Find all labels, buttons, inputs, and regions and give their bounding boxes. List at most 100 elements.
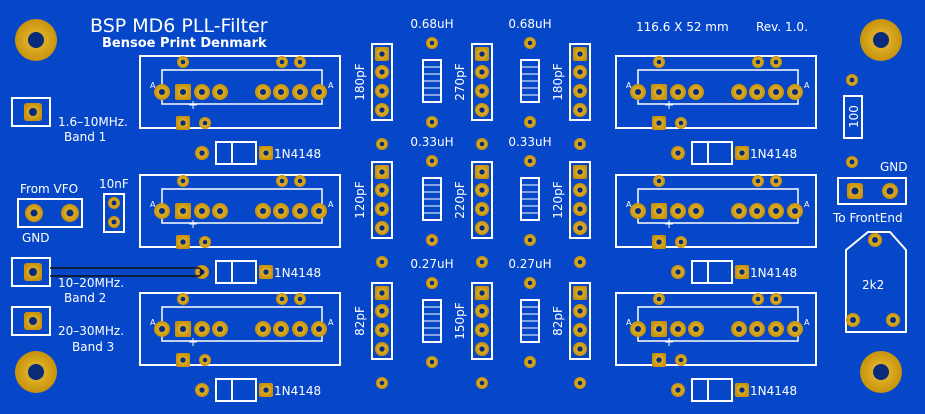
drill-hole (199, 150, 205, 156)
capacitor-value-label: 220pF (453, 181, 467, 219)
inductor-value-label: 0.68uH (508, 17, 551, 31)
drill-hole (379, 107, 385, 113)
capacitor-value-label: 120pF (551, 181, 565, 219)
relay-outline (615, 55, 817, 129)
drill-hole (739, 269, 745, 275)
drill-hole (296, 325, 304, 333)
drill-hole (577, 290, 583, 296)
capacitor-col2-2: 220pF (453, 161, 493, 268)
drill-hole (315, 325, 323, 333)
drill-hole (279, 178, 285, 184)
drill-hole (739, 150, 745, 156)
capacitor-value-label: 82pF (353, 306, 367, 336)
drill-hole (634, 88, 642, 96)
drill-hole (577, 225, 583, 231)
drill-hole (379, 225, 385, 231)
drill-hole (277, 207, 285, 215)
drill-hole (772, 207, 780, 215)
filter-group: 180pF120pF82pF270pF220pF150pF180pF120pF8… (353, 17, 591, 389)
drill-hole (180, 59, 186, 65)
drill-hole (678, 120, 684, 126)
drill-hole (216, 207, 224, 215)
capacitor-value-label: 180pF (353, 63, 367, 101)
drill-hole (656, 59, 662, 65)
inductor-value-label: 0.27uH (508, 257, 551, 271)
drill-hole (263, 269, 269, 275)
diode-label: 1N4148 (274, 147, 321, 161)
drill-hole (202, 239, 208, 245)
band3-label-line1: 20–30MHz. (58, 324, 124, 338)
drill-hole (678, 357, 684, 363)
drill-hole (296, 88, 304, 96)
capacitor-value-label: 150pF (453, 302, 467, 340)
drill-hole (263, 387, 269, 393)
drill-hole (379, 290, 385, 296)
drill-hole (527, 237, 533, 243)
relay-outline (615, 292, 817, 366)
band2-connector[interactable] (11, 257, 51, 287)
capacitor-col1-3: 82pF (353, 282, 393, 389)
drill-hole (479, 380, 485, 386)
drill-hole (692, 207, 700, 215)
trimmer-2k2[interactable] (845, 231, 907, 333)
drill-hole (577, 346, 583, 352)
band1-label-line1: 1.6–10MHz. (58, 115, 128, 129)
inductor-value-label: 0.27uH (410, 257, 453, 271)
band3-connector[interactable] (11, 306, 51, 336)
diode-label: 1N4148 (274, 384, 321, 398)
drill-hole (479, 69, 485, 75)
diode-4: 1N4148 (671, 141, 797, 165)
drill-hole (692, 325, 700, 333)
drill-hole (379, 187, 385, 193)
inductor-1-mid: 0.33uH (410, 135, 454, 246)
drill-hole (315, 88, 323, 96)
relay-1: A A + (139, 55, 341, 130)
drill-hole (577, 69, 583, 75)
drill-hole (379, 51, 385, 57)
drill-hole (527, 119, 533, 125)
drill-hole (791, 207, 799, 215)
drill-hole (479, 141, 485, 147)
diode-label: 1N4148 (750, 147, 797, 161)
drill-hole (577, 308, 583, 314)
drill-hole (429, 359, 435, 365)
jumper-wire (50, 267, 203, 277)
resistor-100 (843, 74, 863, 168)
frontend-connector[interactable] (837, 177, 907, 205)
drill-hole (527, 280, 533, 286)
drill-hole (577, 187, 583, 193)
relay-pin-label: A (626, 318, 632, 327)
drill-hole (297, 178, 303, 184)
relay-pin-label: A (328, 81, 334, 90)
band1-connector[interactable] (11, 97, 51, 127)
drill-hole (656, 120, 662, 126)
drill-hole (735, 207, 743, 215)
relay-outline (615, 174, 817, 248)
drill-hole (753, 88, 761, 96)
drill-hole (179, 207, 187, 215)
inductor-2-bot: 0.27uH (508, 257, 552, 368)
capacitor-col3-3: 82pF (551, 282, 591, 389)
relay-pin-label: A (150, 81, 156, 90)
relay-plus-label: + (188, 98, 198, 112)
relay-outline (139, 55, 341, 129)
drill-hole (429, 158, 435, 164)
capacitor-value-label: 180pF (551, 63, 565, 101)
drill-hole (773, 59, 779, 65)
drill-hole (577, 141, 583, 147)
inductor-value-label: 0.33uH (508, 135, 551, 149)
drill-hole (379, 69, 385, 75)
relay-pin-label: A (804, 200, 810, 209)
capacitor-value-label: 120pF (353, 181, 367, 219)
diode-3: 1N4148 (195, 378, 321, 402)
vfo-connector[interactable] (17, 198, 83, 228)
drill-hole (772, 325, 780, 333)
drill-hole (198, 88, 206, 96)
drill-hole (379, 259, 385, 265)
drill-hole (479, 290, 485, 296)
from-vfo-label: From VFO (20, 182, 78, 196)
drill-hole (429, 280, 435, 286)
capacitor-value-label: 82pF (551, 306, 565, 336)
